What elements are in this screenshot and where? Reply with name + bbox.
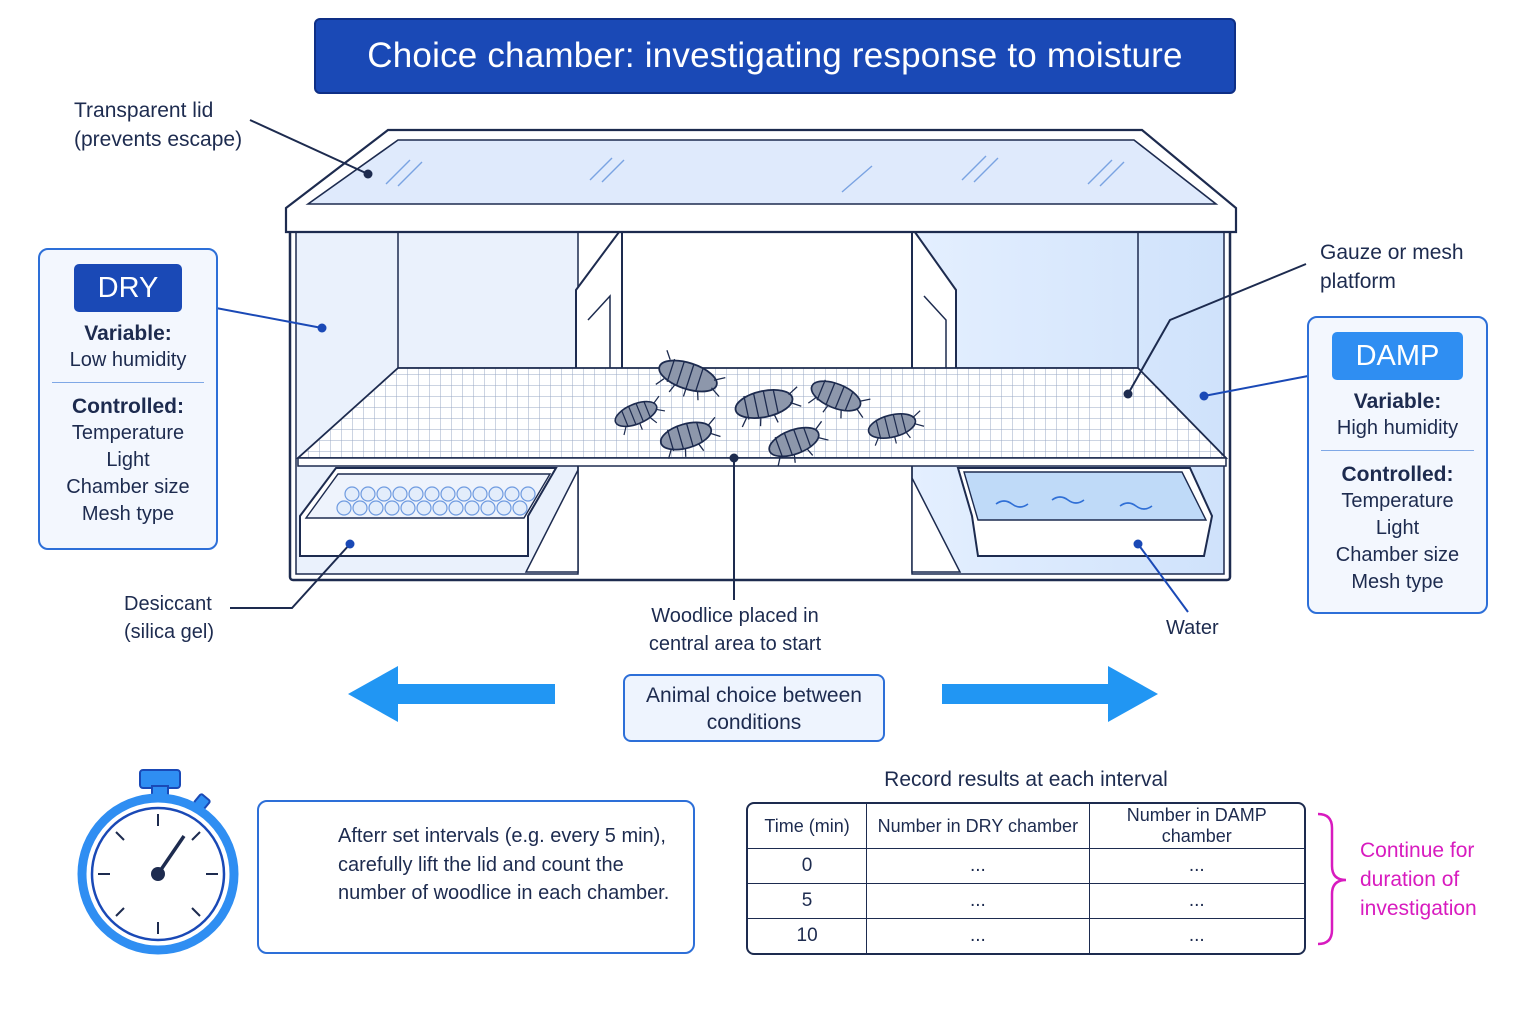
table-cell: ...	[1089, 849, 1304, 884]
page-title: Choice chamber: investigating response t…	[314, 18, 1236, 94]
damp-variable-value: High humidity	[1336, 417, 1459, 439]
stopwatch-icon	[77, 769, 239, 955]
instructions-line3: number of woodlice in each chamber.	[338, 882, 670, 904]
woodlice-label-line2: central area to start	[648, 633, 822, 655]
table-header-dry: Number in DRY chamber	[867, 804, 1090, 849]
choice-line1: Animal choice between	[646, 684, 862, 707]
continue-line3: investigation	[1360, 897, 1477, 920]
table-row: 10 ... ...	[748, 919, 1304, 953]
gauze-label-line2: platform	[1320, 270, 1396, 293]
lid-label: Transparent lid (prevents escape)	[74, 96, 242, 154]
woodlouse-icon	[614, 395, 666, 436]
damp-divider	[1321, 450, 1474, 451]
water-tray-icon	[956, 467, 1214, 557]
woodlice-label: Woodlice placed in central area to start	[630, 602, 840, 658]
table-cell: ...	[867, 919, 1090, 953]
dry-divider	[52, 382, 204, 383]
instructions-box	[257, 800, 695, 954]
transparent-lid	[284, 128, 1238, 234]
silica-gel-icon	[299, 467, 558, 557]
woodlouse-icon	[807, 379, 871, 419]
dry-panel: DRY Variable: Low humidity Controlled: T…	[38, 248, 218, 550]
damp-controlled-item: Temperature	[1341, 490, 1454, 512]
table-cell: ...	[867, 884, 1090, 919]
table-header-row: Time (min) Number in DRY chamber Number …	[748, 804, 1304, 849]
results-table: Time (min) Number in DRY chamber Number …	[746, 802, 1306, 955]
woodlouse-icon	[659, 416, 721, 459]
woodlouse-icon	[734, 386, 802, 428]
damp-controlled-item: Mesh type	[1351, 571, 1444, 593]
woodlouse-icon	[655, 350, 726, 401]
damp-variable-title: Variable:	[1353, 390, 1442, 413]
damp-controlled-item: Chamber size	[1335, 544, 1460, 566]
choice-line2: conditions	[706, 711, 802, 734]
brace-icon	[1317, 812, 1347, 946]
dry-badge: DRY	[73, 264, 183, 312]
dry-controlled-item: Temperature	[71, 422, 185, 444]
woodlouse-icon	[768, 420, 829, 466]
desiccant-label: Desiccant (silica gel)	[124, 590, 214, 646]
left-arrow-icon	[348, 666, 555, 722]
leader-lines	[215, 119, 1309, 613]
dry-controlled-item: Light	[106, 449, 150, 471]
table-row: 5 ... ...	[748, 884, 1304, 919]
continue-line2: duration of	[1360, 868, 1460, 891]
continue-note: Continue for duration of investigation	[1360, 836, 1520, 923]
table-header-time: Time (min)	[748, 804, 868, 849]
dry-variable-title: Variable:	[84, 322, 172, 345]
damp-badge: DAMP	[1331, 332, 1464, 380]
dry-variable-value: Low humidity	[69, 349, 187, 371]
desiccant-label-line1: Desiccant	[124, 593, 212, 615]
lid-label-line2: (prevents escape)	[74, 128, 243, 151]
desiccant-label-line2: (silica gel)	[124, 621, 215, 643]
woodlouse-icon	[867, 410, 925, 446]
table-title: Record results at each interval	[884, 768, 1168, 791]
continue-line1: Continue for	[1360, 839, 1475, 862]
table-cell: 0	[748, 849, 868, 884]
choice-box: Animal choice between conditions	[623, 674, 885, 742]
lid-label-line1: Transparent lid	[74, 99, 214, 122]
dry-controlled-item: Mesh type	[81, 503, 175, 525]
damp-panel: DAMP Variable: High humidity Controlled:…	[1307, 316, 1488, 614]
table-cell: 5	[748, 884, 868, 919]
table-cell: ...	[867, 849, 1090, 884]
woodlice-group	[614, 350, 925, 466]
right-arrow-icon	[942, 666, 1158, 722]
instructions-text: Afterr set intervals (e.g. every 5 min),…	[338, 822, 688, 908]
instructions-line2: carefully lift the lid and count the	[338, 853, 624, 876]
table-cell: 10	[748, 919, 868, 953]
woodlice-label-line1: Woodlice placed in	[651, 605, 819, 627]
table-cell: ...	[1089, 884, 1304, 919]
dry-controlled-item: Chamber size	[66, 476, 190, 498]
table-cell: ...	[1188, 925, 1205, 946]
table-header-damp: Number in DAMP chamber	[1089, 804, 1304, 849]
table-row: 0 ... ...	[748, 849, 1304, 884]
gauze-label-line1: Gauze or mesh	[1320, 241, 1464, 264]
dry-controlled-title: Controlled:	[72, 395, 184, 418]
water-label: Water	[1166, 617, 1219, 639]
damp-controlled-item: Light	[1375, 517, 1420, 539]
instructions-line1: Afterr set intervals (e.g. every 5 min),	[338, 825, 666, 847]
gauze-label: Gauze or mesh platform	[1320, 238, 1464, 296]
damp-controlled-title: Controlled:	[1341, 463, 1454, 486]
